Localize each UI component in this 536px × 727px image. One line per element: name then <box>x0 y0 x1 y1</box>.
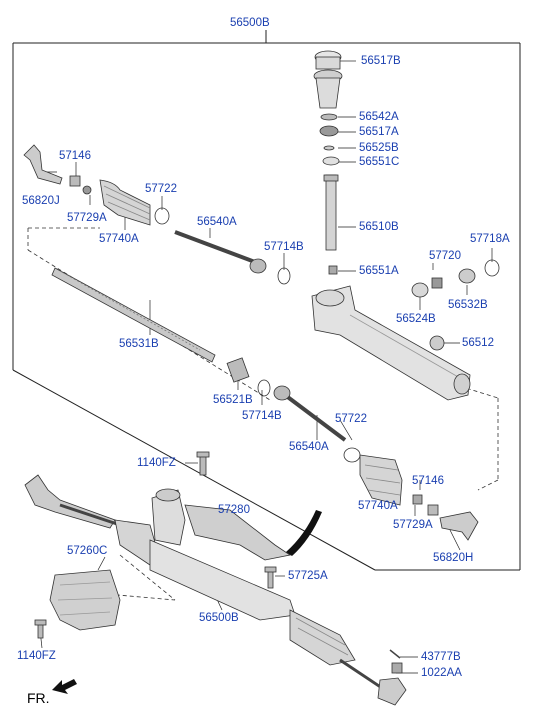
label-43777B: 43777B <box>421 651 461 663</box>
label-57740A-top: 57740A <box>99 233 139 245</box>
label-56532B: 56532B <box>448 299 488 311</box>
label-56524B: 56524B <box>396 313 436 325</box>
label-56542A: 56542A <box>359 111 399 123</box>
label-57146-top: 57146 <box>59 150 91 162</box>
label-56517B: 56517B <box>361 55 401 67</box>
mount-stack <box>313 50 343 275</box>
middle-parts <box>226 357 479 541</box>
label-56540A-mid: 56540A <box>289 441 329 453</box>
label-56531B: 56531B <box>119 338 159 350</box>
heat-shield <box>49 569 121 631</box>
label-56512: 56512 <box>462 337 494 349</box>
rack-bar <box>51 267 216 363</box>
label-56820J: 56820J <box>22 195 60 207</box>
label-57720: 57720 <box>429 250 461 262</box>
rack-housing-upper <box>311 285 471 401</box>
front-marker-label: FR. <box>27 690 50 706</box>
label-56540A-top: 56540A <box>197 216 237 228</box>
label-57146-mid: 57146 <box>412 475 444 487</box>
assembly-frame <box>12 30 521 571</box>
label-1140FZ-bottom: 1140FZ <box>17 650 56 662</box>
right-top-parts <box>411 259 500 351</box>
label-57729A-mid: 57729A <box>393 519 433 531</box>
label-57714B-top: 57714B <box>264 241 304 253</box>
label-assembly-top: 56500B <box>230 17 270 29</box>
label-57740A-mid: 57740A <box>358 500 398 512</box>
label-57260C: 57260C <box>67 545 108 557</box>
label-56820H: 56820H <box>433 552 474 564</box>
label-57722-mid: 57722 <box>335 413 367 425</box>
label-57718A: 57718A <box>470 233 510 245</box>
label-1140FZ-top: 1140FZ <box>137 457 176 469</box>
label-56525B: 56525B <box>359 142 399 154</box>
bolts <box>34 451 277 639</box>
label-57714B-mid: 57714B <box>242 410 282 422</box>
label-57725A: 57725A <box>288 570 328 582</box>
label-57722-top: 57722 <box>145 183 177 195</box>
rack-housing-lower <box>24 474 407 706</box>
label-56510B: 56510B <box>359 221 399 233</box>
label-56551A: 56551A <box>359 265 399 277</box>
label-56500B-bottom: 56500B <box>199 612 239 624</box>
label-56551C: 56551C <box>359 156 400 168</box>
left-parts <box>23 144 291 285</box>
hose-clip <box>286 510 322 556</box>
label-56521B: 56521B <box>213 394 253 406</box>
front-arrow-icon <box>52 679 77 694</box>
label-57280: 57280 <box>218 504 250 516</box>
label-1022AA: 1022AA <box>421 667 462 679</box>
label-57729A-top: 57729A <box>67 212 107 224</box>
label-56517A: 56517A <box>359 126 399 138</box>
